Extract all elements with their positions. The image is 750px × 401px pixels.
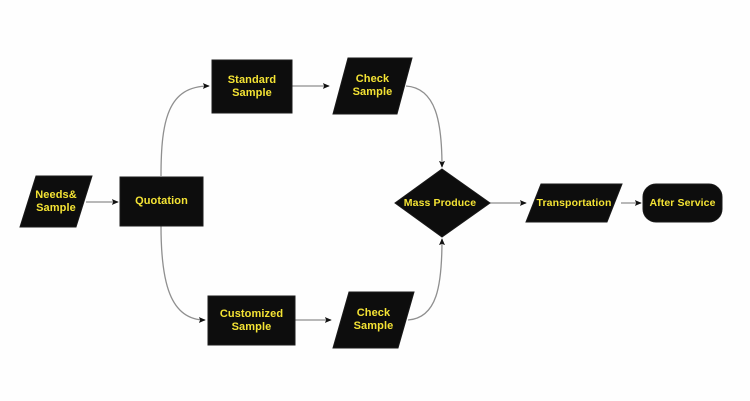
node-after-service[interactable] [642,183,723,223]
node-standard-sample[interactable] [211,59,293,114]
connector-check-bottom-to-mass-produce [407,238,445,321]
connector-quotation-to-customized-sample [160,225,206,323]
node-check-sample-top[interactable] [332,57,413,115]
node-transportation[interactable] [525,183,623,223]
node-group [19,57,723,349]
connector-group [86,83,642,323]
node-check-sample-bottom[interactable] [332,291,415,349]
connector-check-top-to-mass-produce [405,85,445,168]
node-needs-sample[interactable] [19,175,93,228]
node-mass-produce[interactable] [394,168,491,238]
node-customized-sample[interactable] [207,295,296,346]
node-quotation[interactable] [119,176,204,227]
connector-quotation-to-standard-sample [160,83,210,177]
